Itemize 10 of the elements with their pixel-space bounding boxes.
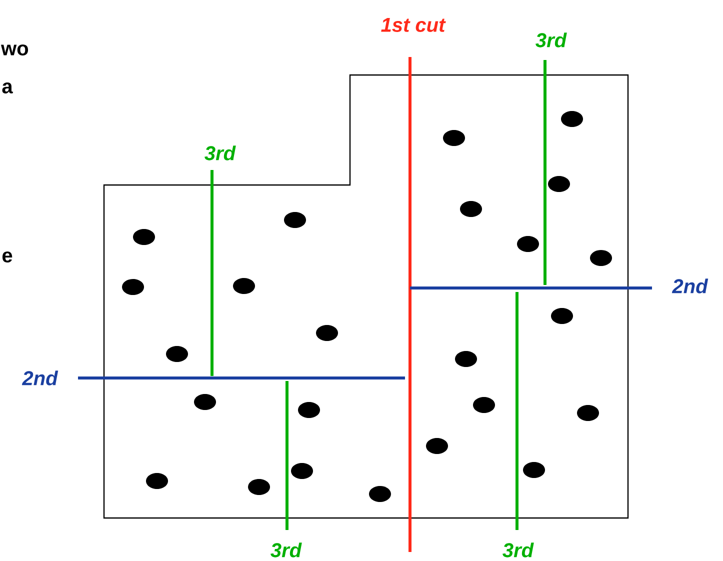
text-fragment: wo: [0, 44, 28, 56]
cut-label: 3rd: [270, 542, 302, 558]
text-fragment: a: [2, 82, 13, 94]
cut-label: 3rd: [536, 32, 567, 48]
cut-label: 1st cut: [381, 18, 446, 32]
cut-label: 3rd: [204, 146, 236, 160]
cut-label: 2nd: [22, 370, 58, 386]
text-fragment: e: [2, 252, 12, 262]
cut-label: 2nd: [672, 278, 708, 294]
cut-label: 3rd: [502, 542, 534, 558]
